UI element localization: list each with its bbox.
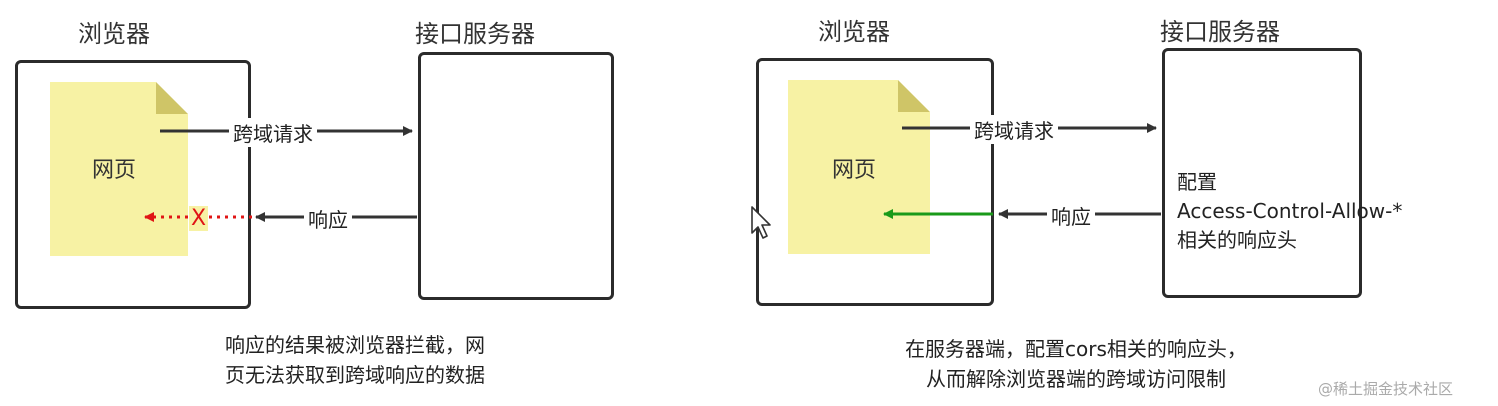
left-page-fold-icon: [156, 82, 188, 114]
watermark: @稀土掘金技术社区: [1318, 380, 1454, 398]
right-server-box: [1162, 48, 1362, 298]
right-browser-title: 浏览器: [818, 18, 890, 46]
right-caption-line2: 从而解除浏览器端的跨域访问限制: [926, 367, 1226, 391]
left-browser-title: 浏览器: [78, 20, 150, 48]
right-response-label: 响应: [1047, 201, 1095, 230]
right-caption: 在服务器端，配置cors相关的响应头， 从而解除浏览器端的跨域访问限制: [836, 334, 1316, 394]
left-caption-line2: 页无法获取到跨域响应的数据: [225, 363, 485, 387]
left-caption: 响应的结果被浏览器拦截，网 页无法获取到跨域响应的数据: [170, 330, 540, 390]
right-page-label: 网页: [832, 158, 877, 183]
left-server-box: [418, 52, 614, 300]
left-block-mark: X: [189, 206, 209, 231]
server-config-line1: 配置: [1177, 170, 1217, 194]
left-page-label: 网页: [92, 158, 137, 183]
left-request-label: 跨域请求: [229, 118, 317, 147]
right-caption-line1: 在服务器端，配置cors相关的响应头，: [905, 337, 1247, 361]
left-caption-line1: 响应的结果被浏览器拦截，网: [225, 333, 485, 357]
server-config-line3: 相关的响应头: [1177, 228, 1297, 252]
right-request-label: 跨域请求: [970, 115, 1058, 144]
right-server-title: 接口服务器: [1160, 18, 1280, 46]
mouse-cursor-icon: [751, 206, 771, 239]
left-server-title: 接口服务器: [415, 20, 535, 48]
right-page-fold-icon: [898, 80, 930, 112]
left-response-label: 响应: [304, 204, 352, 233]
